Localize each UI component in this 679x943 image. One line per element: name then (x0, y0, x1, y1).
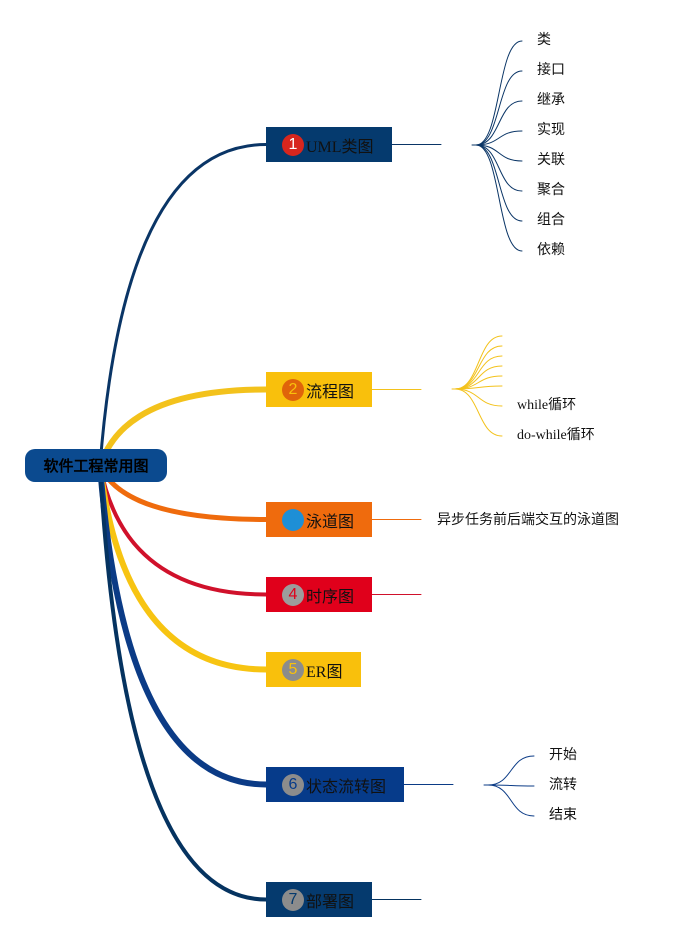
subtopic-connector (475, 70, 523, 146)
subtopic-connector (475, 144, 523, 222)
subtopic-connector (454, 335, 503, 390)
subtopic-connector (454, 388, 503, 407)
topic-number-badge: 5 (282, 658, 304, 681)
subtopic-leaf[interactable]: 实现 (537, 123, 565, 138)
subtopic-connector (454, 365, 503, 390)
topic-flowchart[interactable]: 2 流程图 (266, 372, 372, 407)
subtopic-leaf[interactable]: 流转 (549, 778, 577, 793)
subtopic-leaf[interactable]: do-while循环 (517, 428, 595, 443)
subtopic-connector (475, 130, 523, 146)
subtopic-leaf[interactable]: 继承 (537, 93, 565, 108)
subtopic-connector (454, 355, 503, 390)
subtopic-leaf[interactable]: 接口 (537, 63, 565, 78)
subtopic-leaf[interactable]: 聚合 (537, 183, 565, 198)
topic-swimlane-diagram[interactable]: 3 泳道图 (266, 502, 372, 537)
subtopic-leaf[interactable]: 关联 (537, 153, 565, 168)
subtopic-connector (475, 144, 523, 192)
subtopic-connector (475, 144, 523, 252)
topic-number-badge: 2 (282, 378, 304, 401)
topic-number-badge: 1 (282, 133, 304, 156)
topic-number-badge: 6 (282, 773, 304, 796)
topic-label: 时序图 (306, 588, 355, 606)
subtopic-leaf[interactable]: 依赖 (537, 243, 565, 258)
subtopic-connector (487, 755, 535, 786)
topic-number-badge: 7 (282, 888, 304, 911)
topic-label: 流程图 (306, 383, 355, 401)
subtopic-leaf[interactable]: 组合 (537, 213, 565, 228)
subtopic-connector (475, 100, 523, 146)
subtopic-leaf[interactable]: 类 (537, 33, 551, 48)
subtopic-connector (487, 784, 535, 787)
branch-connector (97, 463, 269, 673)
topic-label: 泳道图 (306, 513, 355, 531)
topic-number-badge: 4 (282, 583, 304, 606)
topic-label: UML类图 (306, 138, 374, 156)
topic-state-diagram[interactable]: 6 状态流转图 (266, 767, 404, 802)
root-topic-label: 软件工程常用图 (43, 457, 149, 475)
subtopic-connector (454, 388, 503, 437)
topic-deployment-diagram[interactable]: 7 部署图 (266, 882, 372, 917)
topic-label: 状态流转图 (306, 778, 387, 796)
topic-uml-class-diagram[interactable]: 1 UML类图 (266, 127, 392, 162)
topic-sequence-diagram[interactable]: 4 时序图 (266, 577, 372, 612)
subtopic-leaf[interactable]: 开始 (549, 748, 577, 763)
subtopic-leaf[interactable]: 结束 (549, 808, 577, 823)
topic-label: ER图 (306, 663, 343, 681)
root-topic[interactable]: 软件工程常用图 (25, 449, 167, 482)
topic-label: 部署图 (306, 893, 355, 911)
branch-connector (98, 143, 268, 468)
topic-er-diagram[interactable]: 5 ER图 (266, 652, 361, 687)
subtopic-leaf[interactable]: while循环 (517, 398, 577, 413)
subtopic-connector (487, 784, 535, 817)
subtopic-connector (475, 40, 523, 146)
topic-number-badge: 3 (282, 508, 304, 531)
branch-connector (98, 464, 268, 902)
subtopic-connector (475, 144, 523, 162)
subtopic-leaf[interactable]: 异步任务前后端交互的泳道图 (437, 513, 619, 528)
